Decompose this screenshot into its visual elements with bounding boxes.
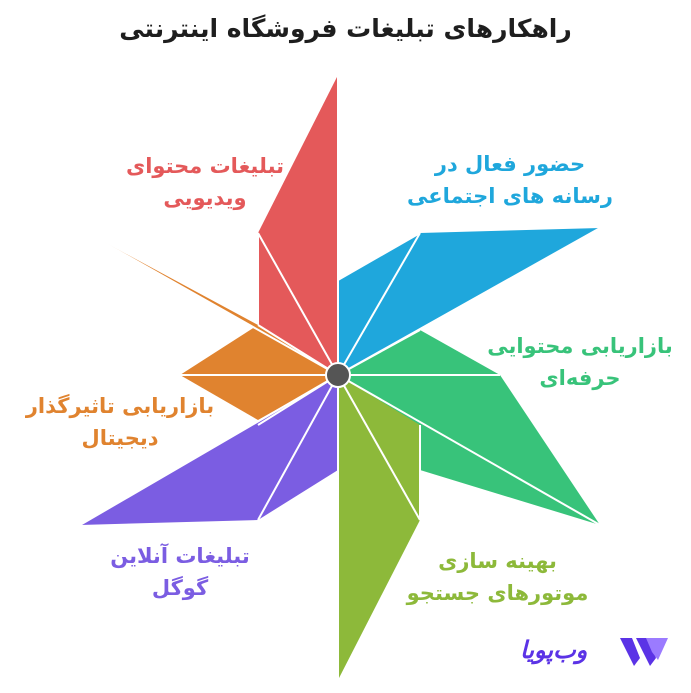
spokes xyxy=(77,75,601,680)
label-digital-line1: بازاریابی تاثیرگذار xyxy=(25,394,215,418)
blade-seo xyxy=(337,374,421,680)
diagram-title: راهکارهای تبلیغات فروشگاه اینترنتی xyxy=(119,14,572,43)
label-video-line2: ویدیویی xyxy=(163,186,247,210)
label-seo-line1: بهینه سازی xyxy=(438,549,557,573)
label-content-line2: حرفه‌ای xyxy=(539,366,621,390)
label-digital-line2: دیجیتال xyxy=(81,426,159,450)
label-content-line1: بازاریابی محتوایی xyxy=(487,334,673,358)
blade-video xyxy=(257,75,339,376)
label-social-line2: رسانه های اجتماعی xyxy=(406,184,614,208)
label-seo: بهینه سازی موتورهای جستجو xyxy=(390,545,605,609)
label-social: حضور فعال در رسانه های اجتماعی xyxy=(395,148,625,212)
label-digital: بازاریابی تاثیرگذار دیجیتال xyxy=(10,390,230,454)
center-hub xyxy=(325,362,351,388)
brand-mark-icon xyxy=(620,638,668,666)
label-content: بازاریابی محتوایی حرفه‌ای xyxy=(480,330,680,394)
label-google-line2: گوگل xyxy=(151,576,209,600)
label-social-line1: حضور فعال در xyxy=(434,152,586,176)
label-google-line1: تبلیغات آنلاین xyxy=(110,544,250,568)
brand-name: وب‌پویا xyxy=(520,636,588,664)
label-google: تبلیغات آنلاین گوگل xyxy=(80,540,280,604)
label-video: تبلیغات محتوای ویدیویی xyxy=(110,150,300,214)
label-video-line1: تبلیغات محتوای xyxy=(125,154,285,178)
label-seo-line2: موتورهای جستجو xyxy=(406,581,589,605)
